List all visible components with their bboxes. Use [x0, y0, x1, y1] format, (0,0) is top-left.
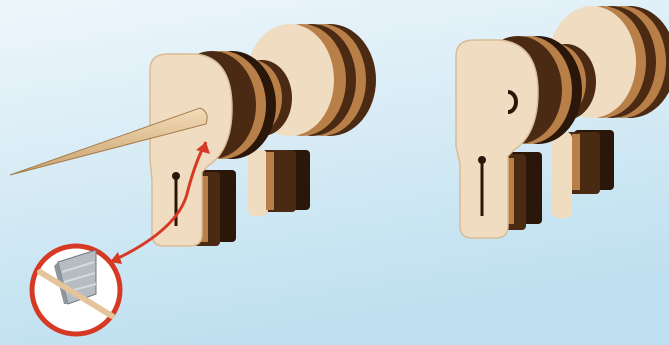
- rear-legs: [248, 150, 310, 216]
